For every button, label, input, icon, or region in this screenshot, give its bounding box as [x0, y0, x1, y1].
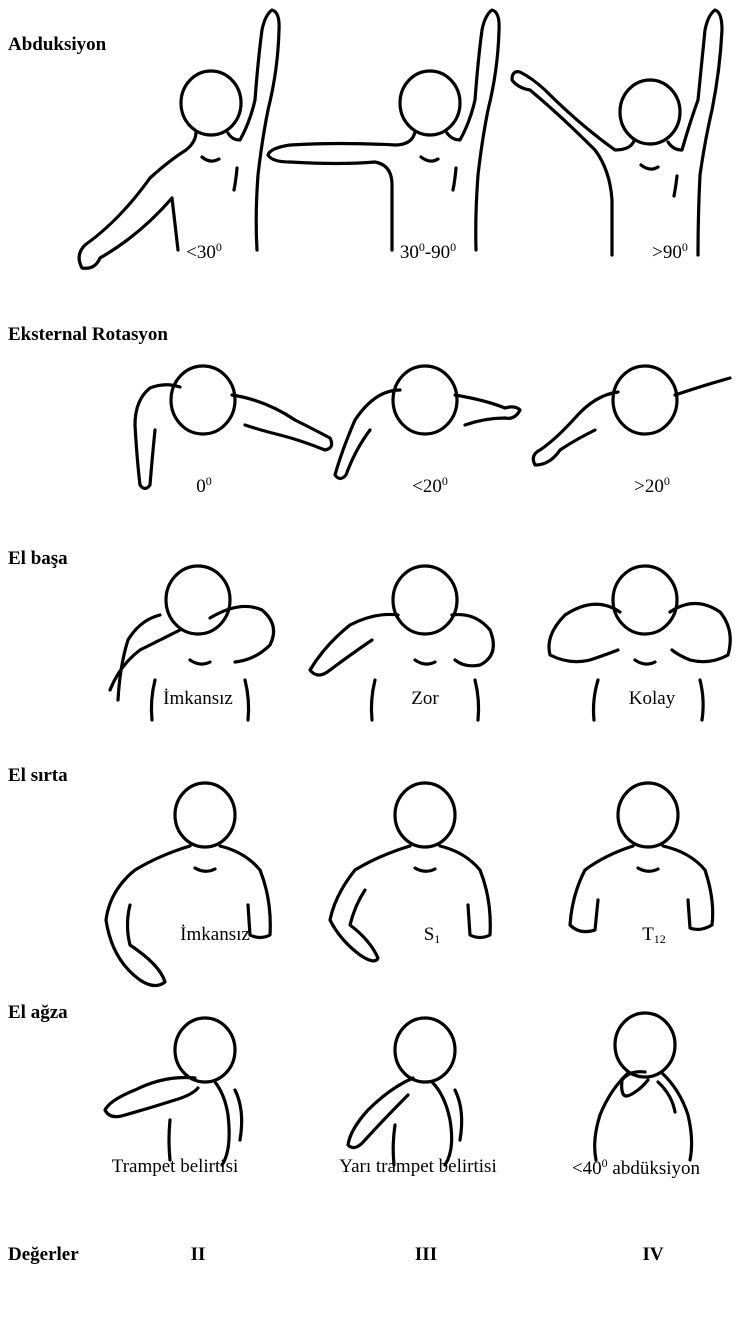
grade-ii: II	[191, 1244, 206, 1266]
grade-iii: III	[415, 1244, 437, 1266]
hand-to-mouth-caption-3: <400 abdüksiyon	[572, 1156, 700, 1180]
hand-to-mouth-figure-3	[0, 0, 736, 1200]
grade-iv: IV	[642, 1244, 663, 1266]
hand-to-mouth-caption-2: Yarı trampet belirtisi	[339, 1156, 496, 1178]
hand-to-mouth-caption-1: Trampet belirtisi	[112, 1156, 239, 1178]
grades-label: Değerler	[8, 1244, 79, 1266]
